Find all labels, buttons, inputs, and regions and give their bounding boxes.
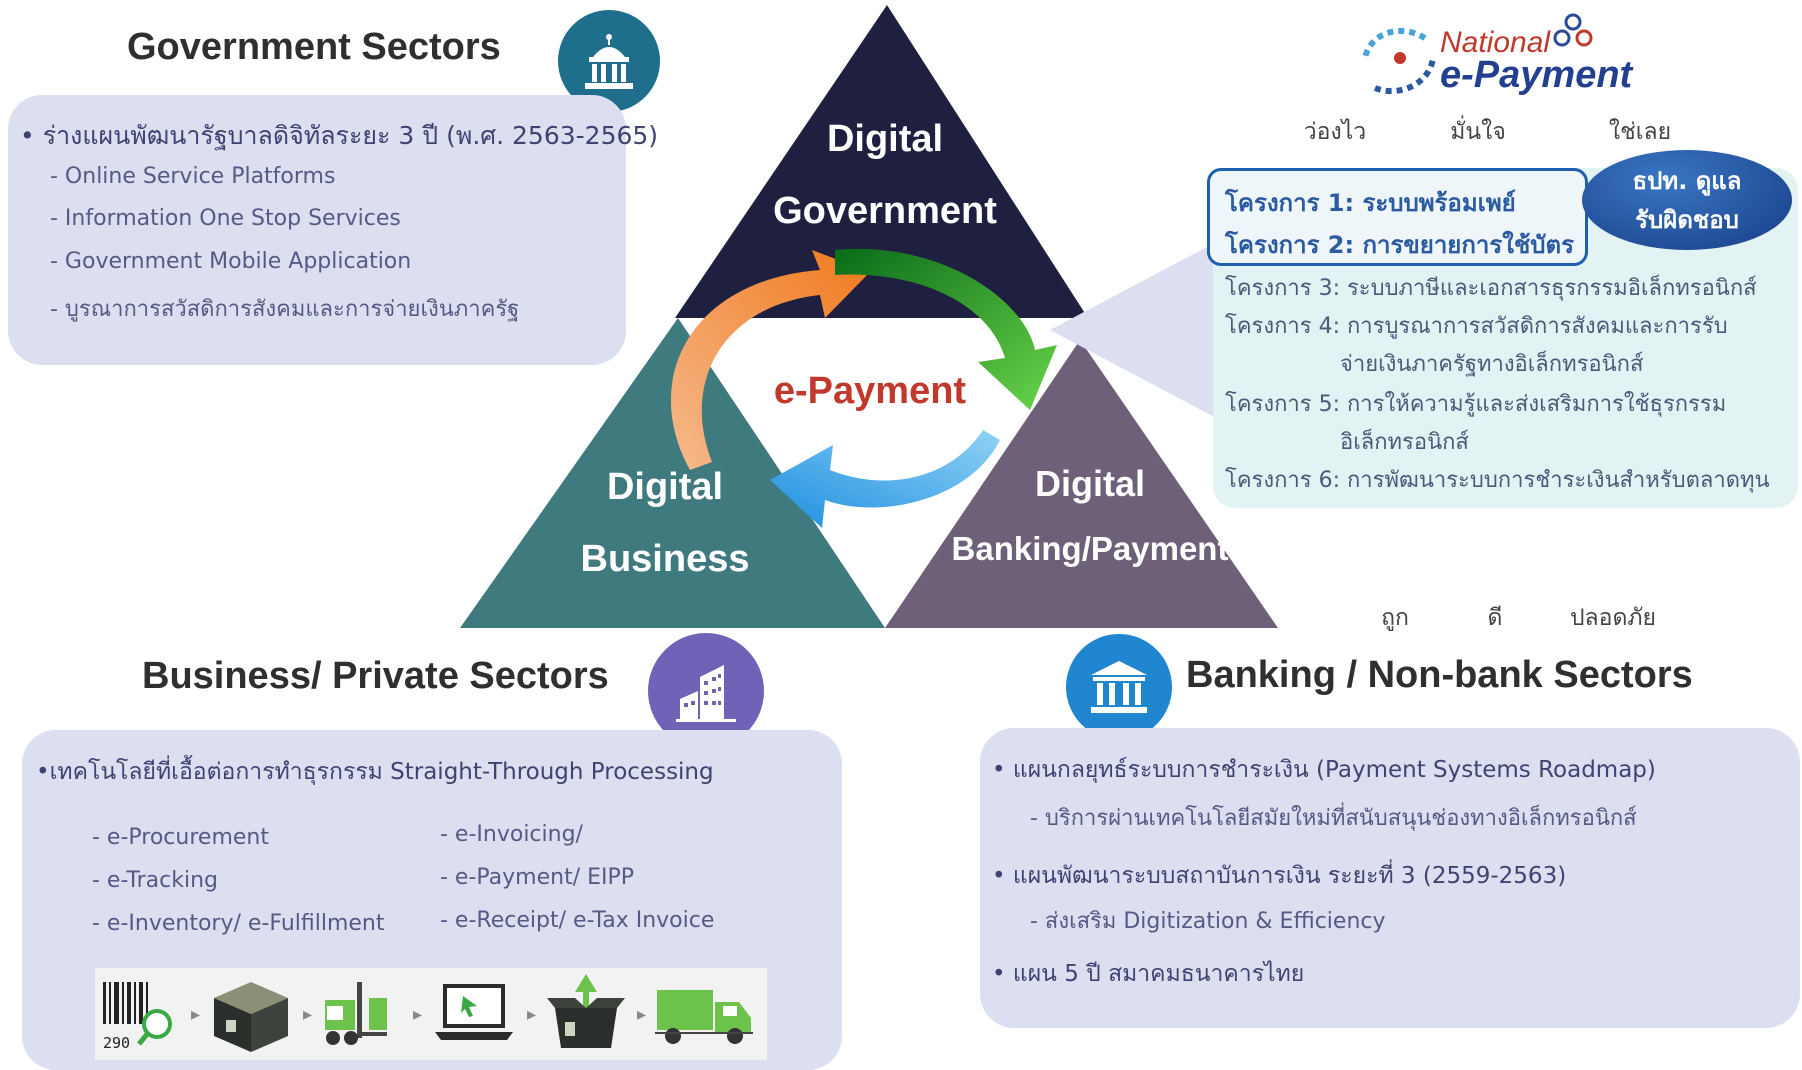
digital-government-triangle: [675, 5, 1088, 318]
government-panel: [8, 95, 626, 365]
forklift-icon: [321, 976, 403, 1058]
digital-triangle-diagram: [460, 5, 1278, 628]
triangle-left-line2: Business: [580, 538, 750, 580]
government-sectors-title: Government Sectors: [127, 26, 501, 68]
delivery-truck-icon: [655, 976, 755, 1058]
barcode-icon: 290: [101, 976, 183, 1054]
triangle-right-line2: Banking/Payment: [951, 530, 1229, 567]
government-item: - Government Mobile Application: [50, 249, 412, 274]
business-item: - e-Inventory/ e-Fulfillment: [92, 911, 385, 936]
business-sectors-title: Business/ Private Sectors: [142, 655, 609, 697]
triangle-right-line1: Digital: [1034, 463, 1145, 504]
digital-banking-triangle: [885, 340, 1278, 628]
bank-building-icon: [1066, 634, 1172, 740]
tag-yes: ใช่เลย: [1608, 119, 1672, 145]
banking-item: - ส่งเสริม Digitization & Efficiency: [1030, 909, 1386, 934]
government-headline: • ร่างแผนพัฒนารัฐบาลดิจิทัลระยะ 3 ปี (พ.…: [20, 121, 659, 150]
project-2: โครงการ 2: การขยายการใช้บัตร: [1225, 231, 1574, 259]
laptop-icon: [433, 976, 515, 1058]
triangle-left-line1: Digital: [606, 466, 724, 508]
chain-arrow-icon: ▸: [303, 1004, 313, 1025]
barcode-number: 290: [103, 1034, 131, 1052]
supply-chain-strip: 290 ▸ ▸ ▸ ▸: [95, 968, 767, 1060]
banking-item: • แผนพัฒนาระบบสถาบันการเงิน ระยะที่ 3 (2…: [992, 863, 1567, 889]
business-headline: •เทคโนโลยีที่เอื้อต่อการทำธุรกรรม Straig…: [36, 759, 714, 785]
chain-arrow-icon: ▸: [191, 1004, 201, 1025]
business-item: - e-Receipt/ e-Tax Invoice: [440, 908, 715, 933]
banking-panel: [980, 728, 1800, 1028]
business-item: - e-Tracking: [92, 868, 218, 893]
government-item: - Information One Stop Services: [50, 206, 401, 231]
project-4: โครงการ 4: การบูรณาการสวัสดิการสังคมและก…: [1225, 314, 1728, 339]
e-payment-center-label: e-Payment: [773, 370, 967, 412]
badge-line1: ธปท. ดูแล: [1632, 167, 1742, 195]
callout-pointer: [1050, 240, 1220, 420]
tag-confident: มั่นใจ: [1450, 119, 1506, 145]
tag-safe: ปลอดภัย: [1569, 605, 1657, 631]
project-5: โครงการ 5: การให้ความรู้และส่งเสริมการใช…: [1225, 392, 1727, 417]
chain-arrow-icon: ▸: [637, 1004, 647, 1025]
open-box-icon: [545, 970, 627, 1058]
digital-business-triangle: [460, 318, 885, 628]
chain-arrow-icon: ▸: [413, 1004, 423, 1025]
tag-cheap: ถูก: [1381, 605, 1409, 631]
project-5-cont: อิเล็กทรอนิกส์: [1340, 430, 1469, 455]
badge-line2: รับผิดชอบ: [1635, 206, 1739, 234]
flower-logo-icon: [1553, 13, 1593, 47]
banking-item: • แผนกลยุทธ์ระบบการชำระเงิน (Payment Sys…: [992, 757, 1656, 783]
national-e-payment-swirl-icon: [1362, 27, 1436, 95]
project-3: โครงการ 3: ระบบภาษีและเอกสารธุรกรรมอิเล็…: [1225, 276, 1757, 301]
highlight-projects-box: [1207, 168, 1588, 266]
project-1: โครงการ 1: ระบบพร้อมเพย์: [1225, 189, 1516, 217]
chain-arrow-icon: ▸: [527, 1004, 537, 1025]
tag-good: ดี: [1487, 605, 1503, 631]
banking-item: • แผน 5 ปี สมาคมธนาคารไทย: [992, 961, 1305, 987]
national-logo-line2: e-Payment: [1440, 54, 1633, 96]
triangle-top-line1: Digital: [826, 118, 944, 160]
tag-quick: ว่องไว: [1303, 119, 1367, 145]
package-box-icon: [210, 976, 292, 1058]
banking-sectors-title: Banking / Non-bank Sectors: [1186, 654, 1693, 696]
office-building-icon: [648, 633, 764, 749]
project-6: โครงการ 6: การพัฒนาระบบการชำระเงินสำหรับ…: [1225, 468, 1770, 493]
national-logo-line1: National: [1440, 26, 1551, 59]
business-item: - e-Procurement: [92, 825, 269, 850]
bot-responsible-badge: ธปท. ดูแล รับผิดชอบ: [1582, 150, 1792, 250]
business-item: - e-Payment/ EIPP: [440, 865, 635, 890]
government-item: - บูรณาการสวัสดิการสังคมและการจ่ายเงินภา…: [50, 297, 520, 322]
triangle-top-line2: Government: [773, 190, 997, 232]
banking-item: - บริการผ่านเทคโนโลยีสมัยใหม่ที่สนับสนุน…: [1030, 806, 1637, 831]
business-item: - e-Invoicing/: [440, 822, 583, 847]
government-item: - Online Service Platforms: [50, 164, 336, 189]
project-4-cont: จ่ายเงินภาครัฐทางอิเล็กทรอนิกส์: [1340, 352, 1644, 377]
